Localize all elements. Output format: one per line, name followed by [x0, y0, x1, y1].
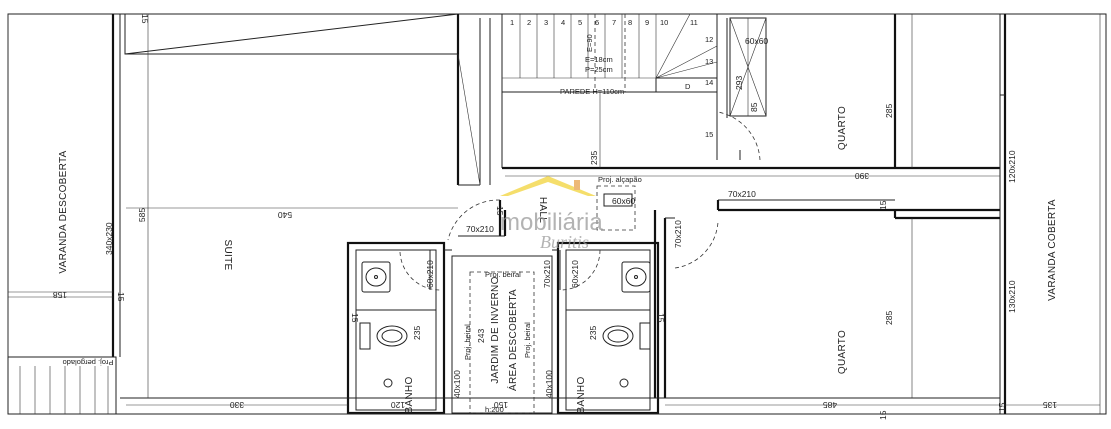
stair-spec-e: E=90	[585, 34, 594, 52]
annotation-h200: h:200	[485, 405, 504, 414]
room-varanda-coberta: VARANDA COBERTA	[1047, 199, 1058, 301]
dim-70x210-suite: 70x210	[466, 224, 494, 234]
proj-beiral-1: Proj. beiral	[463, 324, 472, 360]
dimension-lines	[8, 14, 1100, 406]
dim-150: 150	[494, 400, 508, 410]
bath-block	[346, 241, 660, 415]
dim-130x210: 130x210	[1007, 280, 1017, 313]
room-varanda-descoberta: VARANDA DESCOBERTA	[58, 150, 69, 273]
toilet-left	[359, 322, 371, 350]
step-9: 9	[645, 18, 649, 27]
dim-235-hall: 235	[589, 151, 599, 165]
watermark-roof-icon	[500, 176, 596, 196]
step-1: 1	[510, 18, 514, 27]
dim-293: 293	[734, 76, 744, 90]
dim-70x210-hall: 70x210	[542, 260, 552, 288]
dim-15-mid: 15	[878, 200, 888, 210]
step-8: 8	[628, 18, 632, 27]
watermark-line2: Buritis	[540, 232, 589, 252]
step-10: 10	[660, 18, 668, 27]
dim-60x60-stair: 60x60	[745, 36, 768, 46]
proj-beiral-2: Proj. beiral	[485, 270, 521, 279]
dim-285-bottom: 285	[884, 311, 894, 325]
dim-15-bottom: 15	[997, 402, 1007, 412]
dim-40x100-a: 40x100	[452, 370, 462, 398]
dim-485: 485	[823, 400, 837, 410]
room-banho-left: BANHO	[404, 376, 415, 413]
dim-390: 390	[855, 171, 869, 181]
stair-parede: PAREDE H=110cm	[560, 87, 624, 96]
suite-roof-slab	[124, 13, 491, 186]
dim-135: 135	[1043, 400, 1057, 410]
stair-step-numbers: 1 2 3 4 5 6 7 8 9 10 11 12 13 14 15	[510, 18, 713, 139]
dim-158: 158	[53, 290, 67, 300]
dim-60x210-b2: 60x210	[570, 260, 580, 288]
step-7: 7	[612, 18, 616, 27]
drain-left	[383, 378, 393, 388]
toilet-right	[639, 322, 651, 350]
proj-beiral-3: Proj. beiral	[523, 322, 532, 358]
fixtures	[359, 261, 651, 388]
dim-70x210-q2: 70x210	[673, 220, 683, 248]
dim-60x60-hall: 60x60	[612, 196, 635, 206]
dim-15-q: 15	[878, 410, 888, 420]
dimension-labels: 15 540 585 235 390 285 285 120x210 130x2…	[53, 14, 1057, 420]
room-quarto-bottom: QUARTO	[837, 330, 848, 374]
dim-15-b1: 15	[350, 313, 360, 323]
dim-235-b1: 235	[412, 326, 422, 340]
dim-70x210-q1: 70x210	[728, 189, 756, 199]
hall-window	[603, 193, 633, 207]
varanda-descoberta-zone	[7, 14, 121, 415]
dim-243: 243	[476, 329, 486, 343]
watermark-line1: mobiliária	[500, 209, 603, 236]
pergolado-rail	[7, 356, 117, 415]
staircase	[501, 13, 767, 168]
dim-15-hall: 15	[495, 206, 505, 216]
dim-285-top: 285	[884, 104, 894, 118]
dim-85: 85	[749, 102, 759, 112]
step-5: 5	[578, 18, 582, 27]
drain-right	[619, 378, 629, 388]
step-14: 14	[705, 78, 713, 87]
step-13: 13	[705, 57, 713, 66]
stair-spec-e2: E=18cm	[585, 55, 613, 64]
stair-landing: D	[685, 82, 691, 91]
dim-340x230: 340x230	[104, 222, 114, 255]
room-area-descoberta: ÁREA DESCOBERTA	[506, 289, 519, 391]
step-12: 12	[705, 35, 713, 44]
room-quarto-top: QUARTO	[837, 106, 848, 150]
main-walls	[458, 14, 1101, 414]
watermark-logo: mobiliária Buritis	[500, 176, 603, 252]
step-11: 11	[690, 18, 698, 27]
dim-60x210-b1: 60x210	[425, 260, 435, 288]
dim-120: 120	[391, 400, 405, 410]
dim-585: 585	[137, 208, 147, 222]
room-hall: HALL	[537, 197, 548, 223]
alcapao-projection	[596, 185, 636, 231]
dim-40x100-b: 40x100	[544, 370, 554, 398]
dim-15-left: 15	[116, 292, 126, 302]
step-2: 2	[527, 18, 531, 27]
watermark-chimney-icon	[574, 180, 580, 190]
dim-15-top: 15	[140, 14, 150, 24]
dim-330: 330	[230, 400, 244, 410]
step-4: 4	[561, 18, 565, 27]
dim-540: 540	[278, 210, 292, 220]
proj-pergolado: Proj. pergolado	[63, 358, 114, 367]
room-suite: SUITE	[222, 240, 233, 271]
stair-spec-p: P=25cm	[585, 65, 613, 74]
step-6: 6	[595, 18, 599, 27]
proj-alcapao: Proj. alçapão	[598, 175, 642, 184]
dim-15-b2: 15	[656, 313, 666, 323]
room-banho-right: BANHO	[576, 376, 587, 413]
room-jardim: JARDIM DE INVERNO	[490, 276, 501, 383]
step-3: 3	[544, 18, 548, 27]
dim-235-b2: 235	[588, 326, 598, 340]
step-15: 15	[705, 130, 713, 139]
door-swings	[399, 111, 761, 291]
dim-120x210: 120x210	[1007, 150, 1017, 183]
